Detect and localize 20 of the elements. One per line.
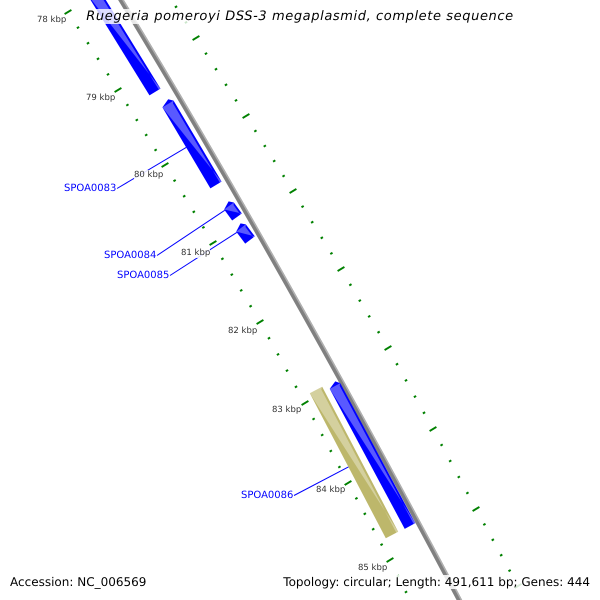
scale-label: 81 kbp bbox=[181, 248, 210, 258]
gene-segment bbox=[310, 386, 398, 538]
scale-label: 83 kbp bbox=[272, 405, 302, 415]
scale-label: 79 kbp bbox=[86, 93, 116, 103]
scale-label: 85 kbp bbox=[358, 563, 388, 573]
gene-label: SPOA0085 bbox=[117, 270, 170, 281]
leader-line bbox=[294, 466, 349, 496]
footer-text: Accession: NC_006569 bbox=[10, 575, 146, 589]
footer-text: Topology: circular; Length: 491,611 bp; Genes: 444 bbox=[283, 575, 590, 589]
scale-label: 78 kbp bbox=[37, 15, 66, 25]
gene-segment bbox=[236, 223, 255, 244]
gene-label: SPOA0084 bbox=[104, 250, 156, 261]
gene-label: SPOA0083 bbox=[64, 183, 116, 194]
scale-label: 80 kbp bbox=[134, 170, 164, 180]
gene-segment bbox=[162, 99, 222, 188]
leader-line bbox=[156, 210, 226, 256]
scale-label: 84 kbp bbox=[316, 485, 346, 495]
scale-label: 82 kbp bbox=[228, 326, 258, 336]
gene-segment bbox=[224, 201, 242, 221]
gene-label: SPOA0086 bbox=[241, 490, 294, 501]
